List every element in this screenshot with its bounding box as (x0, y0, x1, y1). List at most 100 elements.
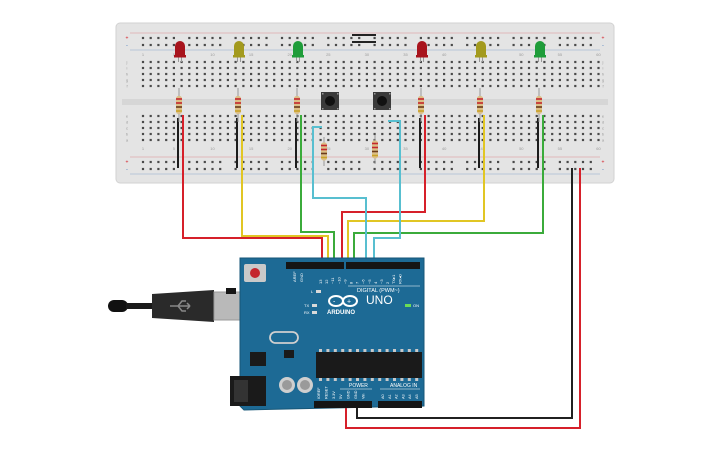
breadboard-hole (443, 78, 446, 82)
breadboard-hole (404, 120, 407, 124)
breadboard-hole (342, 114, 345, 118)
breadboard-rail-hole (435, 43, 438, 47)
breadboard-hole (311, 60, 314, 64)
breadboard-rail-hole (388, 36, 392, 40)
breadboard-rail-hole (435, 160, 438, 164)
breadboard-hole (481, 66, 484, 70)
led-resistor[interactable] (477, 88, 483, 122)
led-resistor[interactable] (176, 88, 182, 122)
chip-pin (356, 378, 359, 381)
led-rim (416, 55, 428, 58)
breadboard-row-letter: h (126, 72, 128, 77)
breadboard-hole (257, 84, 260, 88)
breadboard-hole (211, 120, 214, 124)
push-button[interactable] (321, 92, 339, 110)
breadboard-hole (358, 138, 361, 142)
breadboard-hole (466, 126, 469, 130)
breadboard-hole (473, 72, 477, 76)
breadboard-hole (574, 72, 577, 76)
breadboard-rail-hole (489, 160, 492, 164)
resistor-band (536, 110, 542, 112)
breadboard-hole (211, 138, 214, 142)
led-green[interactable] (534, 41, 546, 62)
breadboard-rail-hole (288, 43, 291, 47)
breadboard-rail-hole (165, 160, 168, 164)
led-resistor[interactable] (235, 88, 241, 122)
breadboard-hole (165, 84, 168, 88)
breadboard-hole (473, 66, 477, 70)
breadboard-column-number: 5 (173, 146, 176, 151)
breadboard-rail-hole (574, 43, 577, 47)
resistor-band (418, 106, 424, 108)
breadboard-hole (427, 84, 430, 88)
breadboard-hole (535, 84, 538, 88)
resistor-band (235, 110, 241, 112)
breadboard-hole (334, 72, 338, 76)
breadboard-hole (443, 132, 446, 136)
breadboard-hole (558, 78, 561, 82)
resistor-band (536, 98, 542, 100)
button-resistor[interactable] (372, 135, 378, 164)
breadboard-hole (195, 114, 199, 118)
analog-pin-label: A2 (395, 394, 399, 399)
chip-pin (333, 349, 337, 352)
breadboard-hole (180, 126, 183, 130)
crystal (269, 331, 299, 344)
breadboard-hole (288, 84, 291, 88)
push-button[interactable] (373, 92, 391, 110)
chip-pin (370, 378, 374, 381)
digital-header-right (346, 262, 420, 269)
breadboard-hole (265, 120, 268, 124)
led-resistor[interactable] (536, 88, 542, 122)
breadboard-hole (574, 78, 577, 82)
breadboard-rail-hole (250, 160, 253, 164)
breadboard-hole (280, 60, 284, 64)
breadboard-hole (419, 72, 422, 76)
reset-button-cap[interactable] (250, 268, 260, 278)
breadboard-hole (234, 72, 237, 76)
chip-pin (333, 378, 337, 381)
breadboard-hole (358, 66, 361, 70)
breadboard-hole (273, 126, 276, 130)
breadboard-hole (581, 72, 585, 76)
breadboard-rail-hole (581, 167, 585, 171)
breadboard-hole (512, 66, 515, 70)
breadboard-hole (473, 84, 477, 88)
led-red[interactable] (416, 41, 428, 62)
led-green[interactable] (292, 41, 304, 62)
breadboard-rail-hole (358, 43, 361, 47)
breadboard-hole (141, 138, 145, 142)
breadboard-hole (334, 84, 338, 88)
breadboard-hole (497, 84, 500, 88)
breadboard-hole (265, 126, 268, 130)
led-yellow[interactable] (475, 41, 487, 62)
breadboard-hole (157, 84, 160, 88)
breadboard-hole (597, 72, 600, 76)
breadboard-column-number: 50 (519, 52, 524, 57)
breadboard-column-number: 30 (365, 146, 370, 151)
breadboard-rail-hole (497, 167, 500, 171)
gnd-label: GND (299, 273, 304, 282)
breadboard-rail-hole (280, 160, 284, 164)
breadboard-hole (311, 114, 314, 118)
breadboard-hole (265, 138, 268, 142)
button-resistor[interactable] (321, 137, 327, 166)
breadboard-hole (373, 132, 376, 136)
breadboard-rail-hole (566, 167, 569, 171)
breadboard-hole (589, 78, 592, 82)
breadboard-hole (381, 138, 384, 142)
breadboard-rail-hole (157, 167, 160, 171)
led-yellow[interactable] (233, 41, 245, 62)
breadboard-hole (543, 132, 546, 136)
digital-pin-label: ~6 (361, 279, 366, 284)
led-resistor[interactable] (418, 88, 424, 122)
breadboard-hole (242, 132, 245, 136)
breadboard-row-letter: i (127, 66, 128, 71)
chip-pin (348, 378, 352, 381)
breadboard-row-letter: d (602, 120, 604, 125)
led-resistor[interactable] (294, 88, 300, 122)
breadboard-rail-hole (342, 36, 345, 40)
led-red[interactable] (174, 41, 186, 62)
breadboard-hole (365, 114, 368, 118)
power-pin-label: GND (347, 390, 351, 399)
